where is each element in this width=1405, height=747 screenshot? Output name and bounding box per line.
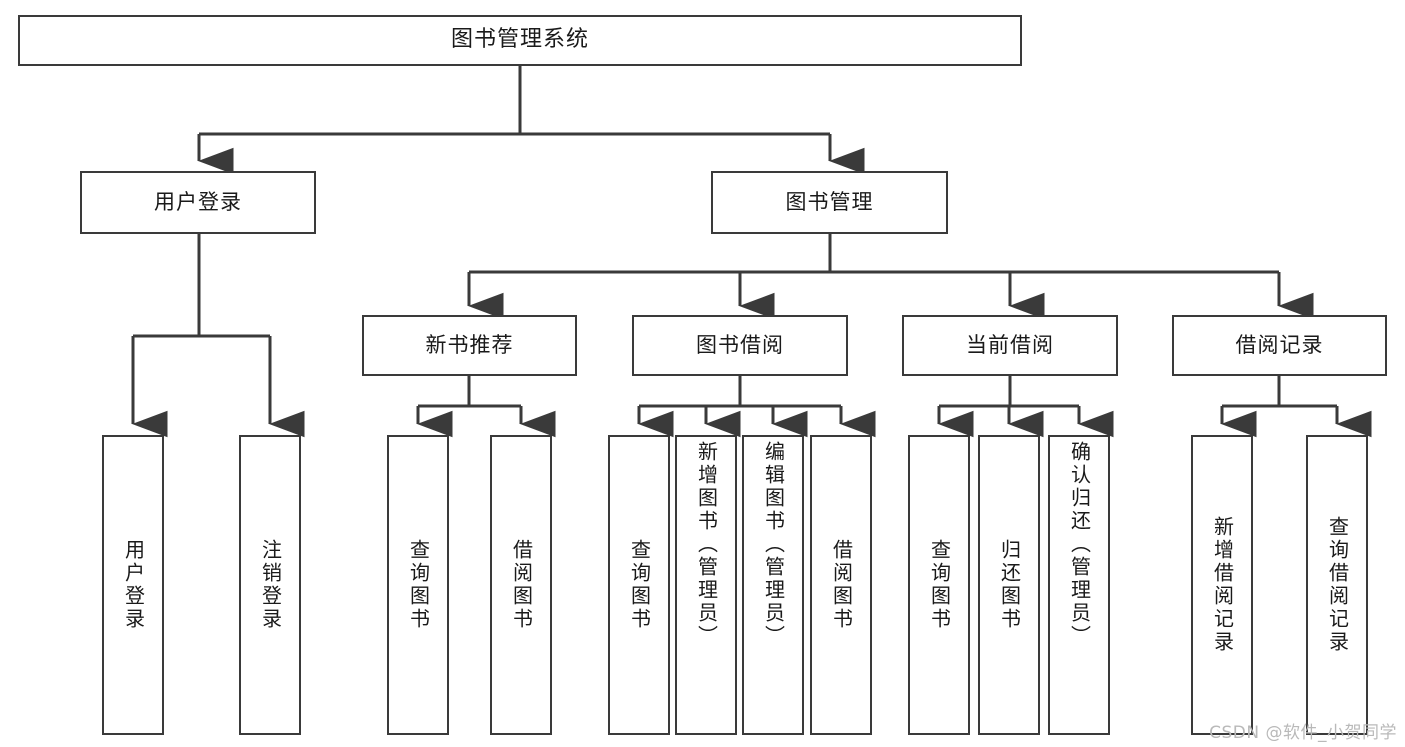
node-label: 图书借阅 [696, 332, 784, 357]
node-label: 确认归还（管理员） [1067, 441, 1092, 648]
node-label: 编辑图书（管理员） [761, 441, 786, 648]
node-label: 图书管理系统 [450, 27, 589, 53]
node-current-borrowing[interactable]: 当前借阅 [902, 315, 1118, 376]
node-label: 借阅图书 [509, 539, 534, 631]
watermark: CSDN @软件_小贺同学 [1209, 723, 1397, 743]
leaf-borrow-borrow-book[interactable]: 借阅图书 [810, 435, 872, 735]
node-label: 用户登录 [154, 189, 242, 214]
leaf-borrow-edit-book-admin[interactable]: 编辑图书（管理员） [742, 435, 804, 735]
leaf-record-query-borrow-record[interactable]: 查询借阅记录 [1306, 435, 1368, 735]
leaf-user-login[interactable]: 用户登录 [102, 435, 164, 735]
node-new-book-recommendation[interactable]: 新书推荐 [362, 315, 577, 376]
leaf-user-logout[interactable]: 注销登录 [239, 435, 301, 735]
node-book-borrowing[interactable]: 图书借阅 [632, 315, 848, 376]
leaf-current-query-book[interactable]: 查询图书 [908, 435, 970, 735]
node-label: 查询图书 [406, 539, 431, 631]
leaf-recommend-query-book[interactable]: 查询图书 [387, 435, 449, 735]
node-label: 注销登录 [258, 539, 283, 631]
leaf-recommend-borrow-book[interactable]: 借阅图书 [490, 435, 552, 735]
leaf-borrow-query-book[interactable]: 查询图书 [608, 435, 670, 735]
node-label: 查询图书 [927, 539, 952, 631]
node-borrowing-records[interactable]: 借阅记录 [1172, 315, 1387, 376]
leaf-record-add-borrow-record[interactable]: 新增借阅记录 [1191, 435, 1253, 735]
leaf-current-confirm-return-admin[interactable]: 确认归还（管理员） [1048, 435, 1110, 735]
node-label: 图书管理 [785, 189, 874, 214]
node-user-login[interactable]: 用户登录 [80, 171, 316, 234]
node-label: 新增借阅记录 [1210, 516, 1235, 654]
leaf-current-return-book[interactable]: 归还图书 [978, 435, 1040, 735]
node-label: 借阅图书 [829, 539, 854, 631]
node-label: 当前借阅 [966, 332, 1054, 357]
node-label: 借阅记录 [1235, 332, 1324, 357]
node-label: 新增图书（管理员） [694, 441, 719, 648]
node-label: 归还图书 [997, 539, 1022, 631]
node-label: 查询借阅记录 [1325, 516, 1350, 654]
node-label: 查询图书 [627, 539, 652, 631]
node-label: 用户登录 [121, 539, 146, 631]
node-root-book-management-system[interactable]: 图书管理系统 [18, 15, 1022, 66]
node-label: 新书推荐 [425, 332, 514, 357]
leaf-borrow-add-book-admin[interactable]: 新增图书（管理员） [675, 435, 737, 735]
node-book-management[interactable]: 图书管理 [711, 171, 948, 234]
